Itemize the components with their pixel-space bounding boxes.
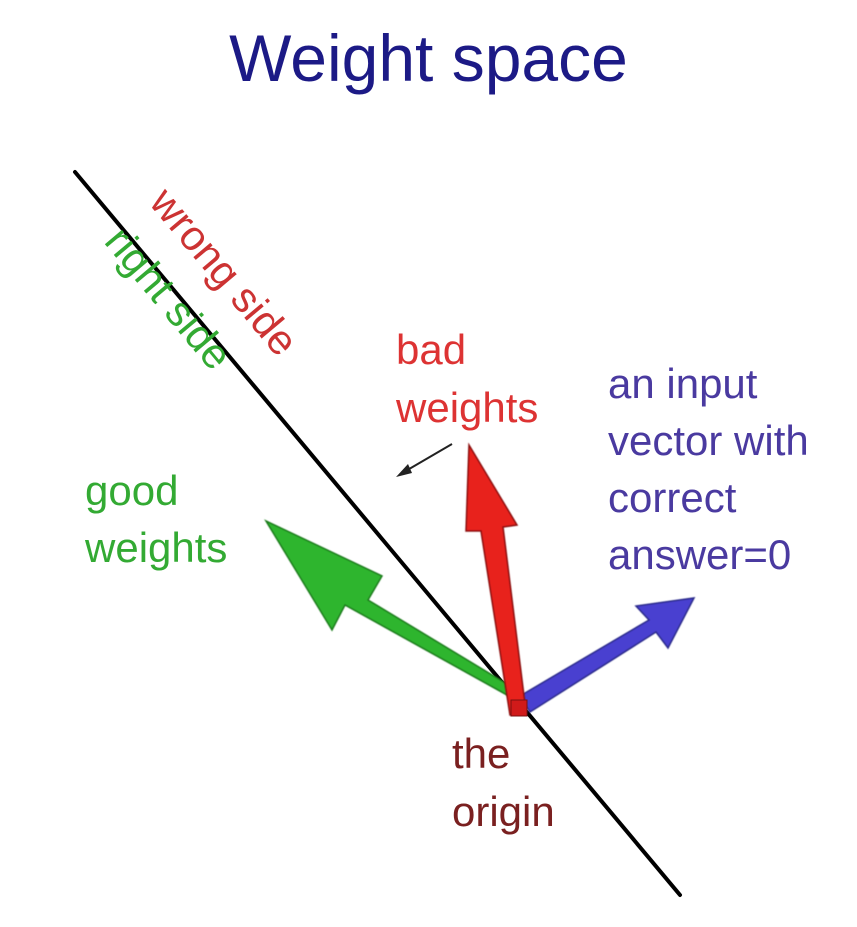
svg-text:answer=0: answer=0 bbox=[608, 531, 791, 578]
good-weights-label: good weights bbox=[84, 467, 227, 571]
svg-text:an input: an input bbox=[608, 360, 758, 407]
svg-text:the: the bbox=[452, 730, 510, 777]
input-vector-arrow bbox=[518, 597, 696, 714]
side-indicator-arrow bbox=[396, 443, 453, 477]
bad-weights-label: bad weights bbox=[395, 326, 538, 431]
slide-title: Weight space bbox=[229, 21, 628, 95]
decision-plane-line bbox=[73, 170, 682, 897]
svg-text:origin: origin bbox=[452, 788, 555, 835]
origin-marker bbox=[510, 699, 528, 717]
svg-text:weights: weights bbox=[395, 384, 538, 431]
good-weights-arrow bbox=[264, 519, 518, 702]
input-vector-label: an input vector with correct answer=0 bbox=[608, 360, 809, 578]
svg-text:weights: weights bbox=[84, 524, 227, 571]
svg-text:bad: bad bbox=[396, 326, 466, 373]
origin-label: the origin bbox=[452, 730, 555, 835]
svg-text:vector with: vector with bbox=[608, 417, 809, 464]
bad-weights-arrow bbox=[465, 442, 527, 716]
svg-text:correct: correct bbox=[608, 474, 737, 521]
svg-text:good: good bbox=[85, 467, 178, 514]
